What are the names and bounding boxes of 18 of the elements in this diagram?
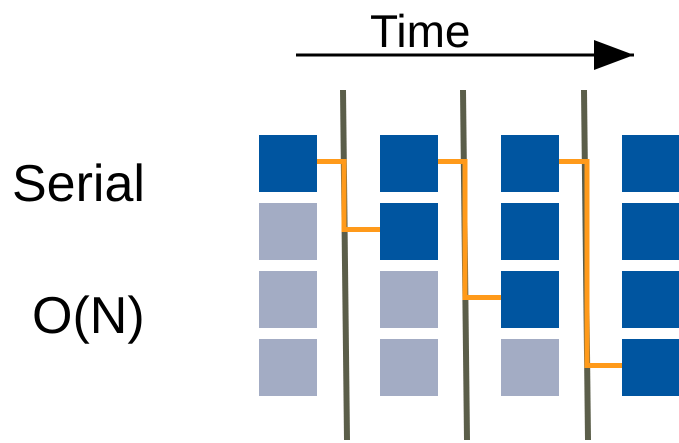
- connector-line: [559, 159, 622, 368]
- task-square: [259, 271, 317, 328]
- task-square: [501, 203, 559, 260]
- task-square: [259, 135, 317, 192]
- connector-line: [317, 159, 380, 232]
- task-square: [380, 339, 438, 396]
- task-square: [259, 203, 317, 260]
- task-square: [501, 339, 559, 396]
- task-square: [259, 339, 317, 396]
- row-label: Serial: [12, 158, 145, 210]
- axis-label: Time: [370, 8, 471, 54]
- complexity-label: O(N): [32, 290, 145, 342]
- task-square: [380, 135, 438, 192]
- task-square: [380, 271, 438, 328]
- task-square: [501, 135, 559, 192]
- task-square: [380, 203, 438, 260]
- task-square: [501, 271, 559, 328]
- connector-line: [438, 159, 501, 300]
